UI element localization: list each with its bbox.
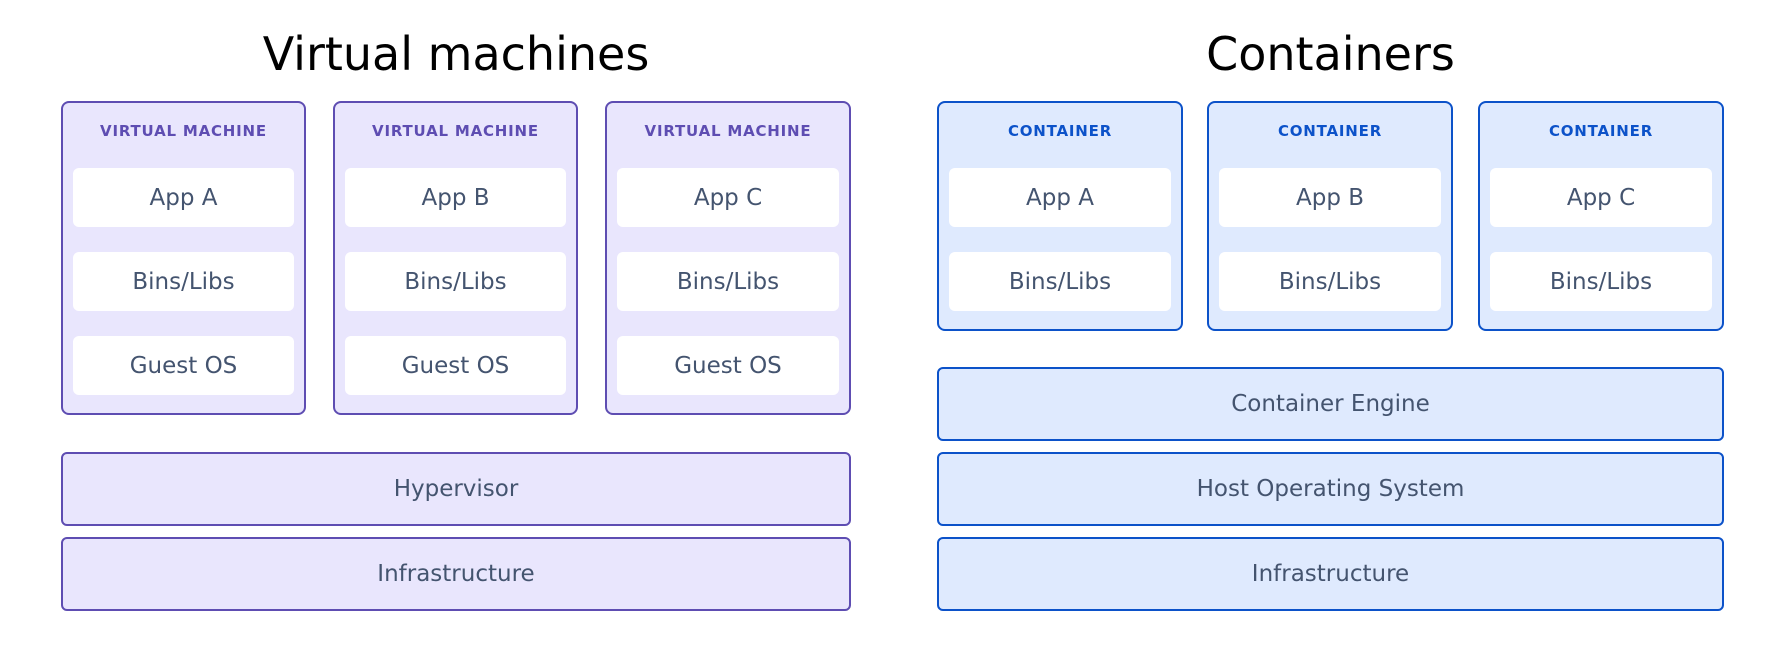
guest-os-layer: Guest OS bbox=[345, 336, 566, 395]
virtual-machine-box: VIRTUAL MACHINE App B Bins/Libs Guest OS bbox=[333, 101, 578, 415]
virtual-machine-box: VIRTUAL MACHINE App A Bins/Libs Guest OS bbox=[61, 101, 306, 415]
virtual-machine-label: VIRTUAL MACHINE bbox=[644, 122, 812, 140]
container-box: CONTAINER App B Bins/Libs bbox=[1207, 101, 1453, 331]
host-os-layer: Host Operating System bbox=[937, 452, 1724, 526]
container-label: CONTAINER bbox=[1277, 122, 1383, 140]
virtual-machine-label: VIRTUAL MACHINE bbox=[372, 122, 539, 140]
guest-os-layer: Guest OS bbox=[73, 336, 294, 395]
app-layer: App C bbox=[1490, 168, 1712, 227]
container-label: CONTAINER bbox=[1548, 122, 1654, 140]
bins-libs-layer: Bins/Libs bbox=[1219, 252, 1441, 311]
app-layer: App A bbox=[73, 168, 294, 227]
bins-libs-layer: Bins/Libs bbox=[73, 252, 294, 311]
app-layer: App C bbox=[617, 168, 839, 227]
container-label: CONTAINER bbox=[1007, 122, 1113, 140]
app-layer: App A bbox=[949, 168, 1171, 227]
virtual-machine-label: VIRTUAL MACHINE bbox=[100, 122, 267, 140]
container-box: CONTAINER App C Bins/Libs bbox=[1478, 101, 1724, 331]
vm-infrastructure-layer: Infrastructure bbox=[61, 537, 851, 611]
container-engine-layer: Container Engine bbox=[937, 367, 1724, 441]
bins-libs-layer: Bins/Libs bbox=[617, 252, 839, 311]
container-box: CONTAINER App A Bins/Libs bbox=[937, 101, 1183, 331]
app-layer: App B bbox=[1219, 168, 1441, 227]
app-layer: App B bbox=[345, 168, 566, 227]
bins-libs-layer: Bins/Libs bbox=[949, 252, 1171, 311]
vm-title: Virtual machines bbox=[262, 27, 650, 81]
hypervisor-layer: Hypervisor bbox=[61, 452, 851, 526]
bins-libs-layer: Bins/Libs bbox=[1490, 252, 1712, 311]
guest-os-layer: Guest OS bbox=[617, 336, 839, 395]
container-infrastructure-layer: Infrastructure bbox=[937, 537, 1724, 611]
containers-title: Containers bbox=[1206, 27, 1455, 81]
virtual-machine-box: VIRTUAL MACHINE App C Bins/Libs Guest OS bbox=[605, 101, 851, 415]
bins-libs-layer: Bins/Libs bbox=[345, 252, 566, 311]
